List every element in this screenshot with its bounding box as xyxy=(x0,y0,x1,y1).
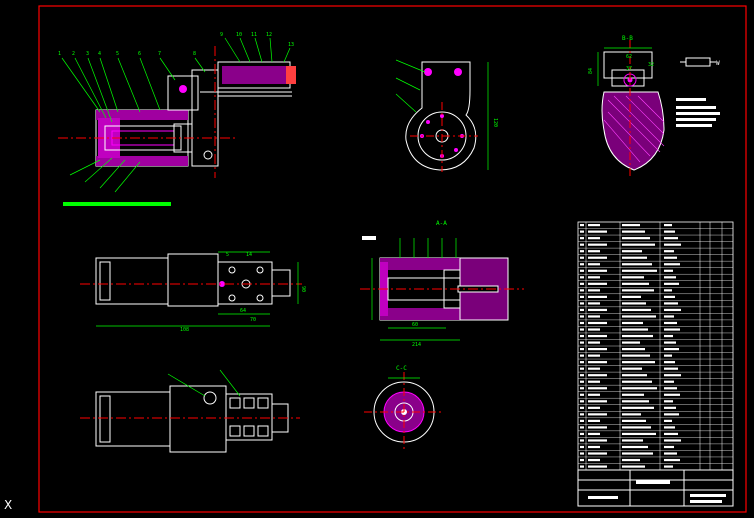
swing-arm-section-view[interactable] xyxy=(597,40,720,178)
svg-text:8: 8 xyxy=(193,51,196,57)
svg-text:5: 5 xyxy=(116,51,119,57)
parts-row-mark xyxy=(588,367,600,370)
motor-top-view[interactable] xyxy=(80,251,302,327)
dim-64: 64 xyxy=(240,308,246,314)
parts-row-mark xyxy=(588,426,607,429)
parts-row-mark xyxy=(588,256,607,259)
end-view[interactable] xyxy=(364,372,444,452)
parts-row-mark xyxy=(588,432,600,436)
cylinder-section-view[interactable] xyxy=(360,236,524,341)
svg-text:2: 2 xyxy=(72,51,75,57)
parts-row-mark xyxy=(588,348,607,351)
parts-row-mark xyxy=(588,452,607,455)
dim-70: 70 xyxy=(250,317,256,323)
parts-row-mark xyxy=(588,419,600,422)
parts-row-mark xyxy=(588,380,600,383)
dim-5: 5 xyxy=(226,252,229,258)
parts-row-mark xyxy=(588,282,607,285)
parts-row-mark xyxy=(588,302,600,305)
parts-row-mark xyxy=(588,230,607,233)
section-label-c: C-C xyxy=(396,365,407,372)
parts-row-mark xyxy=(588,445,600,449)
parts-row-mark xyxy=(588,458,600,462)
svg-text:3: 3 xyxy=(86,51,89,57)
parts-row-mark xyxy=(588,224,600,227)
ucs-axis-icon: X xyxy=(4,498,13,512)
parts-row-mark xyxy=(588,341,600,344)
parts-row-mark xyxy=(588,393,600,396)
parts-row-mark xyxy=(588,321,607,325)
svg-text:4: 4 xyxy=(98,51,101,57)
parts-row-mark xyxy=(588,361,607,364)
parts-row-mark xyxy=(588,400,607,403)
parts-row-mark xyxy=(588,354,600,357)
title-label-bar xyxy=(63,202,171,206)
parts-row-mark xyxy=(588,439,607,442)
parts-row-mark xyxy=(588,465,607,468)
parts-row-mark xyxy=(588,328,600,331)
dim-214: 214 xyxy=(412,342,421,348)
parts-row-mark xyxy=(588,406,600,409)
dim-14: 14 xyxy=(246,252,252,258)
dim-60: 60 xyxy=(412,322,418,328)
dim-90: 90 xyxy=(300,286,306,292)
parts-row-mark xyxy=(588,263,600,266)
flange-bracket-view[interactable] xyxy=(395,59,489,172)
parts-row-mark xyxy=(588,269,607,272)
section-label-a: A-A xyxy=(436,220,447,227)
parts-row-mark xyxy=(588,413,607,416)
svg-text:7: 7 xyxy=(158,51,161,57)
dim-62: 62 xyxy=(626,54,632,60)
svg-text:6: 6 xyxy=(138,51,141,57)
parts-row-mark xyxy=(588,308,607,312)
parts-row-mark xyxy=(588,334,607,338)
dim-108: 108 xyxy=(180,327,189,333)
svg-text:9: 9 xyxy=(220,32,223,38)
parts-row-mark xyxy=(588,250,600,253)
parts-row-mark xyxy=(588,315,600,318)
parts-row-mark xyxy=(588,374,607,377)
svg-text:10: 10 xyxy=(236,32,242,38)
view-arrow-w: W xyxy=(716,60,720,67)
title-block[interactable] xyxy=(577,469,734,507)
svg-text:1: 1 xyxy=(58,51,61,57)
parts-row-mark xyxy=(588,387,607,390)
svg-text:11: 11 xyxy=(251,32,257,38)
drawing-border xyxy=(38,5,747,513)
dim-32: 32 xyxy=(648,62,654,68)
motor-side-view[interactable] xyxy=(80,369,300,453)
svg-text:12: 12 xyxy=(266,32,272,38)
dim-37: 37 xyxy=(626,66,632,72)
dim-84: 84 xyxy=(588,68,594,74)
svg-text:13: 13 xyxy=(288,42,294,48)
parts-row-mark xyxy=(588,276,600,279)
parts-row-mark xyxy=(588,289,600,292)
parts-row-mark xyxy=(588,295,607,298)
dim-120: 120 xyxy=(492,118,498,127)
parts-row-mark xyxy=(588,243,607,246)
parts-list-table[interactable] xyxy=(577,221,734,471)
parts-row-mark xyxy=(588,237,600,240)
section-label-b: B-B xyxy=(622,35,633,42)
